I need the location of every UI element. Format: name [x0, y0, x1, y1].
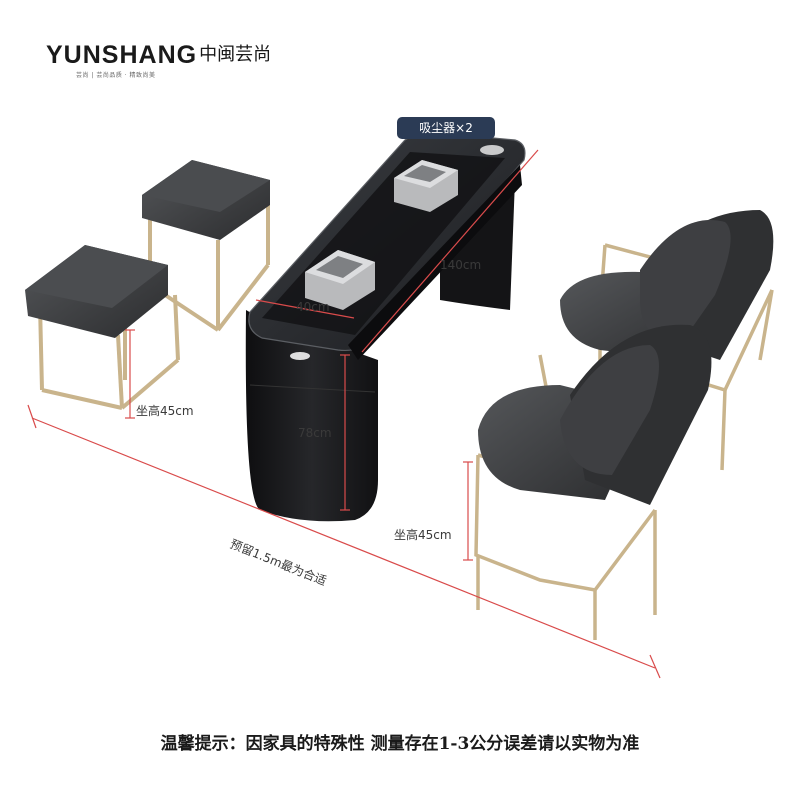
stool-front	[25, 245, 180, 410]
armchair-front	[474, 324, 712, 640]
manicure-table	[245, 131, 526, 522]
stool-back	[142, 160, 270, 332]
vacuum-unit-1	[394, 160, 458, 212]
vacuum-badge: 吸尘器×2	[397, 117, 495, 139]
chair-seat-height-label: 坐高45cm	[394, 528, 452, 542]
length-label: 140cm	[440, 258, 482, 272]
width-label: 40cm	[296, 300, 330, 314]
stool-seat-height-label: 坐高45cm	[136, 404, 194, 418]
height-label: 78cm	[298, 426, 332, 440]
notice-text: 温馨提示：因家具的特殊性 测量存在1-3公分误差请以实物为准	[160, 734, 640, 754]
dimension-lines	[27, 149, 661, 679]
logo-text: YUNSHANG	[46, 41, 198, 69]
logo-cn: 中闽芸尚	[199, 44, 272, 65]
brand-logo: YUNSHANG 中闽芸尚	[46, 42, 271, 68]
vacuum-unit-2	[305, 250, 375, 310]
logo-tagline: 芸尚 | 芸尚品质 · 精致尚美	[76, 72, 156, 79]
